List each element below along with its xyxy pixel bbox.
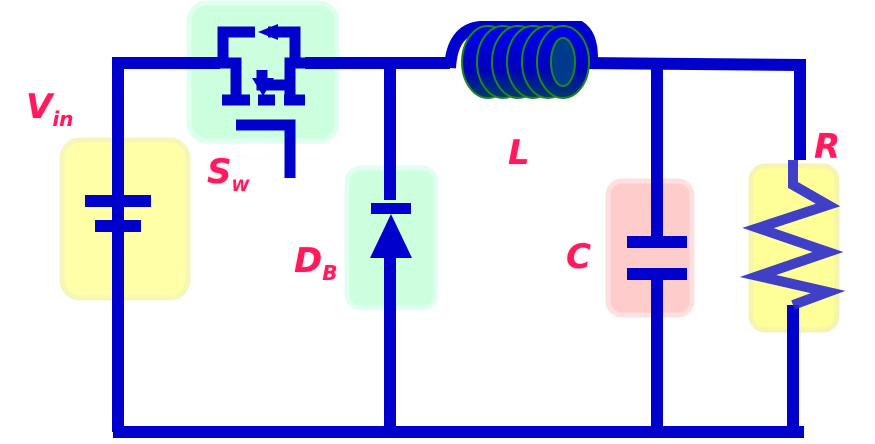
capacitor-label: C <box>566 237 591 277</box>
inductor-coil <box>444 21 598 99</box>
capacitor-symbol <box>627 236 687 280</box>
switch-label: SW <box>207 152 250 195</box>
voltage-source-symbol <box>85 195 151 232</box>
resistor-zigzag <box>739 160 846 310</box>
vin-label: Vin <box>26 87 74 131</box>
source-highlight <box>59 137 191 301</box>
diode-label: DB <box>294 241 338 285</box>
inductor-label: L <box>508 133 530 173</box>
mosfet-arrow <box>252 78 274 96</box>
wires <box>112 57 806 438</box>
resistor-label: R <box>814 127 841 167</box>
body-diode-arrow <box>258 24 278 40</box>
diode-symbol <box>370 203 412 258</box>
